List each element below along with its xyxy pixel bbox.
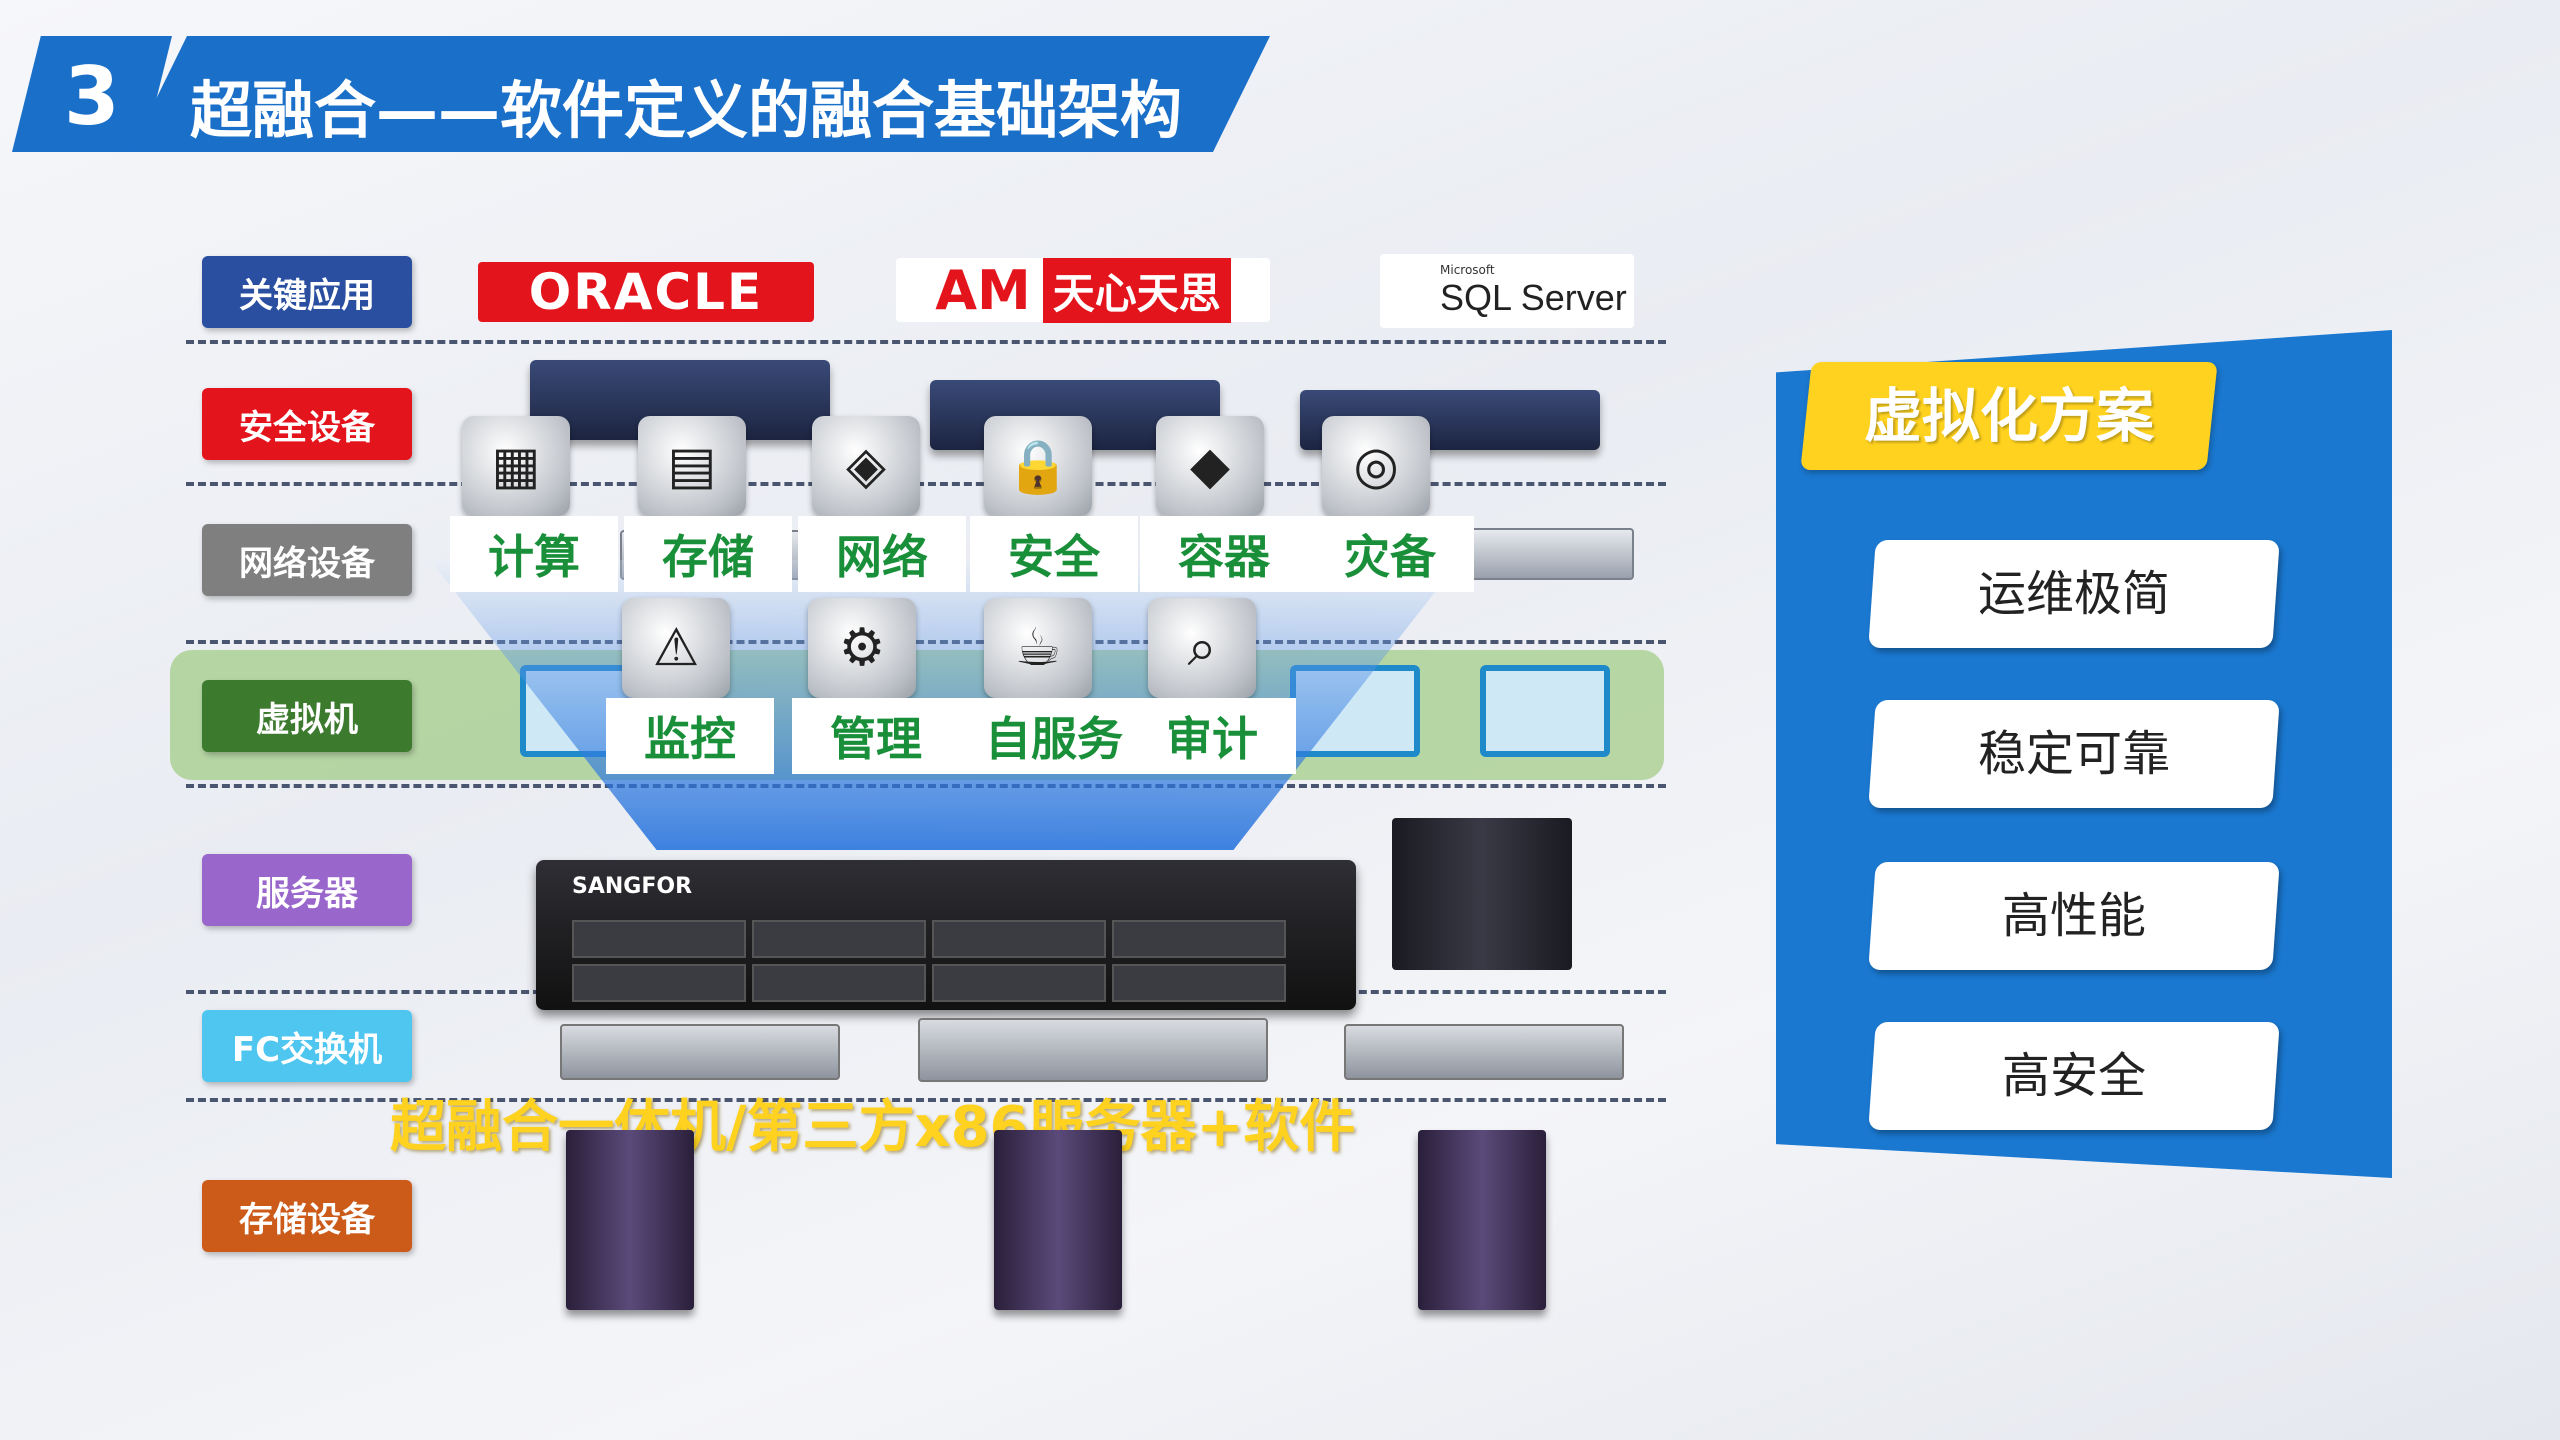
monitor-icon	[1480, 665, 1610, 757]
panel-title-badge: 虚拟化方案	[1800, 362, 2218, 470]
layer-label-fc-switch: FC交换机	[202, 1010, 412, 1082]
title-bar: 超融合——软件定义的融合基础架构	[130, 36, 1270, 152]
gear-icon: ⚙	[808, 598, 916, 698]
function-label-self-service: 自服务	[948, 698, 1160, 774]
fc-switch	[1344, 1024, 1624, 1080]
sql-server-logo: Microsoft SQL Server	[1380, 254, 1634, 328]
function-label-security: 安全	[970, 516, 1138, 592]
solution-caption: 超融合一体机/第三方x86服务器+软件	[390, 1095, 1356, 1160]
function-label-network: 网络	[798, 516, 966, 592]
disaster-recovery-icon: ◎	[1322, 416, 1430, 516]
function-label-monitoring: 监控	[606, 698, 774, 774]
feature-card: 稳定可靠	[1868, 700, 2280, 808]
storage-icon: ▤	[638, 416, 746, 516]
panel-title: 虚拟化方案	[1863, 382, 2154, 450]
section-number: 3	[64, 50, 120, 143]
section-number-badge: 3	[12, 36, 172, 152]
layer-label-server: 服务器	[202, 854, 412, 926]
layer-label-security: 安全设备	[202, 388, 412, 460]
layer-divider	[186, 482, 1666, 486]
cup-icon: ☕	[984, 598, 1092, 698]
storage-array	[1418, 1130, 1546, 1310]
storage-array	[566, 1130, 694, 1310]
oracle-logo: ORACLE	[478, 262, 814, 322]
function-label-storage: 存储	[624, 516, 792, 592]
lock-icon: 🔒	[984, 416, 1092, 516]
layer-divider	[186, 340, 1666, 344]
warning-icon: ⚠	[622, 598, 730, 698]
layer-label-apps: 关键应用	[202, 256, 412, 328]
fc-switch	[560, 1024, 840, 1080]
network-icon: ◈	[812, 416, 920, 516]
layer-divider	[186, 1098, 1666, 1102]
tianxin-logo: AM 天心天思	[896, 257, 1270, 323]
layer-label-network: 网络设备	[202, 524, 412, 596]
function-label-disaster-recovery: 灾备	[1306, 516, 1474, 592]
feature-card: 高性能	[1868, 862, 2280, 970]
feature-card: 运维极简	[1868, 540, 2280, 648]
storage-array	[994, 1130, 1122, 1310]
sangfor-server: SANGFOR	[536, 860, 1356, 1010]
function-label-compute: 计算	[450, 516, 618, 592]
server-brand: SANGFOR	[572, 874, 693, 899]
function-label-container: 容器	[1140, 516, 1308, 592]
function-label-management: 管理	[792, 698, 960, 774]
layer-label-storage: 存储设备	[202, 1180, 412, 1252]
magnifier-icon: ⌕	[1148, 598, 1256, 698]
server-rack	[1392, 818, 1572, 970]
feature-card: 高安全	[1868, 1022, 2280, 1130]
fc-switch	[918, 1018, 1268, 1082]
compute-icon: ▦	[462, 416, 570, 516]
container-icon: ◆	[1156, 416, 1264, 516]
function-label-audit: 审计	[1128, 698, 1296, 774]
layer-label-vm: 虚拟机	[202, 680, 412, 752]
page-title: 超融合——软件定义的融合基础架构	[190, 74, 1183, 147]
